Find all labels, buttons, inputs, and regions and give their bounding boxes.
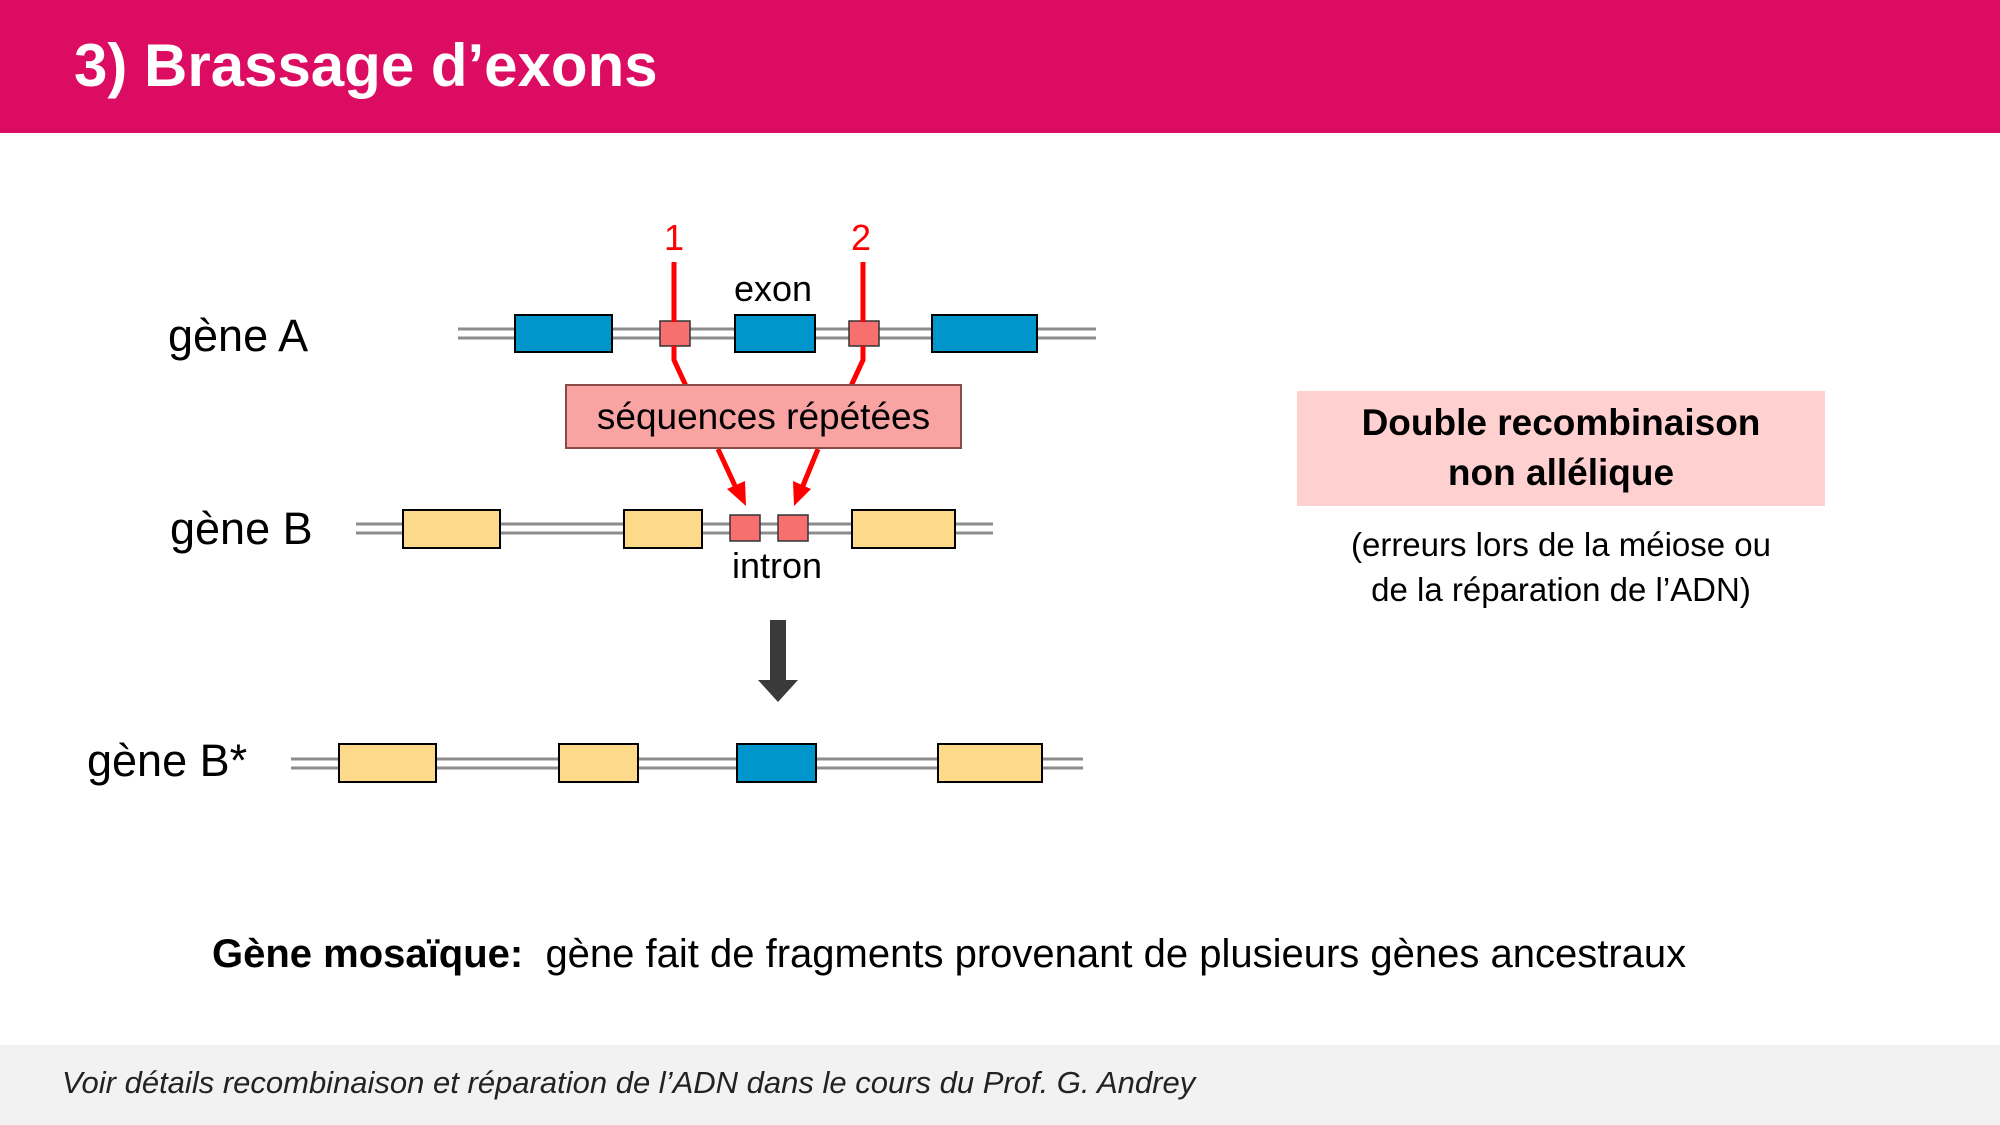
gene-a-repeat-1 (659, 320, 691, 347)
recombination-title-box: Double recombinaison non allélique (1297, 391, 1825, 506)
recombination-note: (erreurs lors de la méiose ou de la répa… (1297, 522, 1825, 612)
gene-a-exon-3 (931, 314, 1038, 353)
gene-a-exon-2 (734, 314, 816, 353)
gene-bstar-exon-1 (338, 743, 437, 783)
exon-label: exon (734, 268, 812, 309)
gene-b-exon-3 (851, 509, 956, 549)
footer-note: Voir détails recombinaison et réparation… (62, 1065, 1196, 1100)
connector-1-upper (671, 346, 689, 388)
gene-a-repeat-2 (848, 320, 880, 347)
intron-label: intron (732, 545, 822, 586)
gene-b-label: gène B (170, 503, 313, 554)
gene-b-repeat-1 (729, 514, 761, 542)
arrow-to-repeat-1 (715, 447, 746, 506)
summary-term: Gène mosaïque (212, 932, 510, 976)
down-arrow-icon (758, 620, 798, 702)
footer-bar: Voir détails recombinaison et réparation… (0, 1045, 2000, 1125)
summary-definition: Gène mosaïque: gène fait de fragments pr… (212, 932, 1687, 976)
summary-text: gène fait de fragments provenant de plus… (545, 932, 1687, 976)
recombination-title-line1: Double recombinaison (1361, 402, 1761, 443)
gene-bstar-exon-2 (558, 743, 639, 783)
gene-bstar-exon-shuffled (736, 743, 817, 783)
gene-bstar-exon-3 (937, 743, 1043, 783)
gene-b-exon-1 (402, 509, 501, 549)
site-1-label: 1 (664, 217, 684, 258)
gene-b-exon-2 (623, 509, 703, 549)
recombination-title-line2: non allélique (1447, 452, 1675, 493)
gene-b-repeat-2 (777, 514, 809, 542)
gene-a-label: gène A (168, 310, 309, 361)
arrow-to-repeat-2 (793, 448, 821, 506)
gene-bstar-label: gène B* (87, 735, 248, 786)
recombination-note-line2: de la réparation de l’ADN) (1371, 571, 1751, 608)
repeat-sequences-box: séquences répétées (565, 384, 962, 449)
recombination-note-line1: (erreurs lors de la méiose ou (1350, 526, 1771, 563)
gene-a-exon-1 (514, 314, 613, 353)
connector-2-upper (848, 346, 866, 388)
slide-title: 3) Brassage d’exons (74, 32, 658, 99)
header-bar: 3) Brassage d’exons (0, 0, 2000, 133)
site-2-label: 2 (851, 217, 871, 258)
